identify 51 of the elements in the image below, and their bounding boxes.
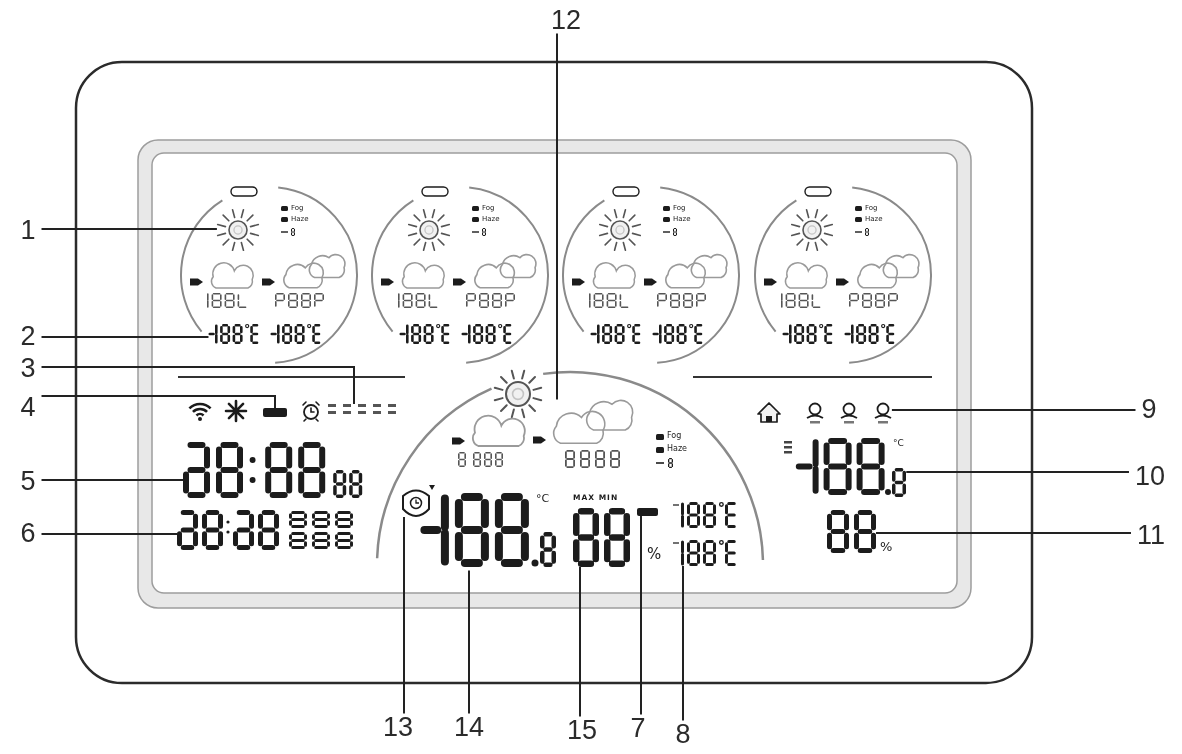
callout-number: 15 [561, 716, 603, 744]
segment-display [784, 438, 906, 497]
indicator-marks-icon [328, 404, 396, 414]
leader-line [905, 471, 1130, 473]
callout-number: 8 [669, 720, 697, 748]
leader-line [875, 532, 1132, 534]
leader-line [682, 565, 684, 722]
cloud-icon [552, 399, 634, 444]
callout-number: 7 [624, 714, 652, 742]
leader-line [40, 336, 210, 338]
segment-display [573, 508, 630, 567]
leader-line [403, 516, 405, 715]
callout-number: 9 [1135, 395, 1163, 423]
person-icon [874, 402, 892, 424]
segment-display [420, 493, 556, 567]
leader-line [556, 32, 558, 401]
unit-label: °C [893, 439, 904, 448]
callout-number: 5 [14, 467, 42, 495]
callout-number: 2 [14, 322, 42, 350]
callout-number: 6 [14, 519, 42, 547]
leader-line [40, 533, 178, 535]
callout-number: 1 [14, 216, 42, 244]
condition-label: Fog [667, 432, 682, 440]
shield-clock-icon [402, 485, 435, 517]
leader-line [40, 479, 184, 481]
unit-label: % [647, 547, 662, 562]
callout-number: 11 [1131, 521, 1171, 549]
callout-number: 10 [1129, 462, 1171, 490]
segment-display [208, 323, 321, 344]
bar-icon [263, 408, 287, 417]
leader-line [40, 395, 276, 409]
callout-number: 12 [545, 6, 587, 34]
segment-display [183, 442, 363, 498]
condition-label: Haze [667, 445, 688, 453]
callout-number: 3 [14, 354, 42, 382]
unit-label: °C [536, 493, 550, 504]
leader-line [40, 228, 218, 230]
segment-display [827, 510, 876, 553]
leader-line [579, 566, 581, 718]
callout-number: 4 [14, 393, 42, 421]
unit-label: % [880, 540, 893, 553]
leader-line [640, 515, 642, 716]
leader-line [890, 409, 1137, 411]
callout-number: 14 [448, 713, 490, 741]
sun-icon [216, 208, 260, 252]
segment-display [177, 510, 353, 550]
leader-line [40, 366, 355, 405]
leader-line [468, 569, 470, 715]
callout-number: 13 [377, 713, 419, 741]
bar-icon [637, 508, 658, 516]
segment-display [672, 501, 736, 566]
